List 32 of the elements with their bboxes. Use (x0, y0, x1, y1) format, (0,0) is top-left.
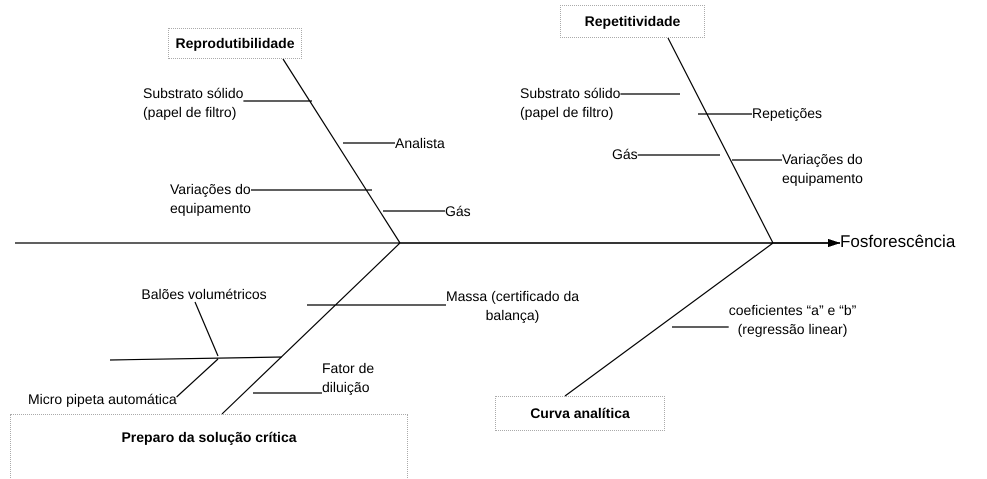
category-box: Repetitividade (560, 5, 705, 38)
cause-label: Balões volumétricos (135, 285, 273, 304)
cause-line (698, 113, 752, 115)
cause-label: Analista (395, 134, 465, 153)
cause-label: Substrato sólido (papel de filtro) (143, 84, 258, 122)
cause-line (194, 302, 219, 356)
effect-label: Fosforescência (840, 231, 987, 253)
cause-label: Substrato sólido (papel de filtro) (520, 84, 635, 122)
cause-label: Repetições (752, 104, 842, 123)
cause-line (672, 326, 729, 328)
cause-line (620, 93, 680, 95)
cause-label: coeficientes “a” e “b” (regressão linear) (705, 301, 880, 339)
category-box: Preparo da solução crítica (10, 414, 408, 479)
cause-line (638, 154, 720, 156)
cause-line (251, 189, 372, 191)
cause-label: Variações do equipamento (782, 150, 902, 188)
cause-line (253, 392, 322, 394)
category-box: Curva analítica (495, 396, 665, 431)
bone-arrow (564, 239, 840, 396)
cause-label: Fator de diluição (322, 359, 392, 397)
cause-line (176, 358, 218, 398)
cause-line (343, 142, 395, 144)
cause-label: Variações do equipamento (170, 180, 290, 218)
cause-label: Massa (certificado da balança) (430, 287, 595, 325)
cause-line (383, 210, 445, 212)
cause-label: Gás (445, 202, 485, 221)
cause-line (307, 304, 446, 306)
cause-label: Micro pipeta automática (28, 390, 198, 409)
cause-label: Gás (612, 145, 652, 164)
category-box: Reprodutibilidade (168, 28, 302, 59)
cause-line (732, 159, 782, 161)
cause-line (243, 100, 312, 102)
